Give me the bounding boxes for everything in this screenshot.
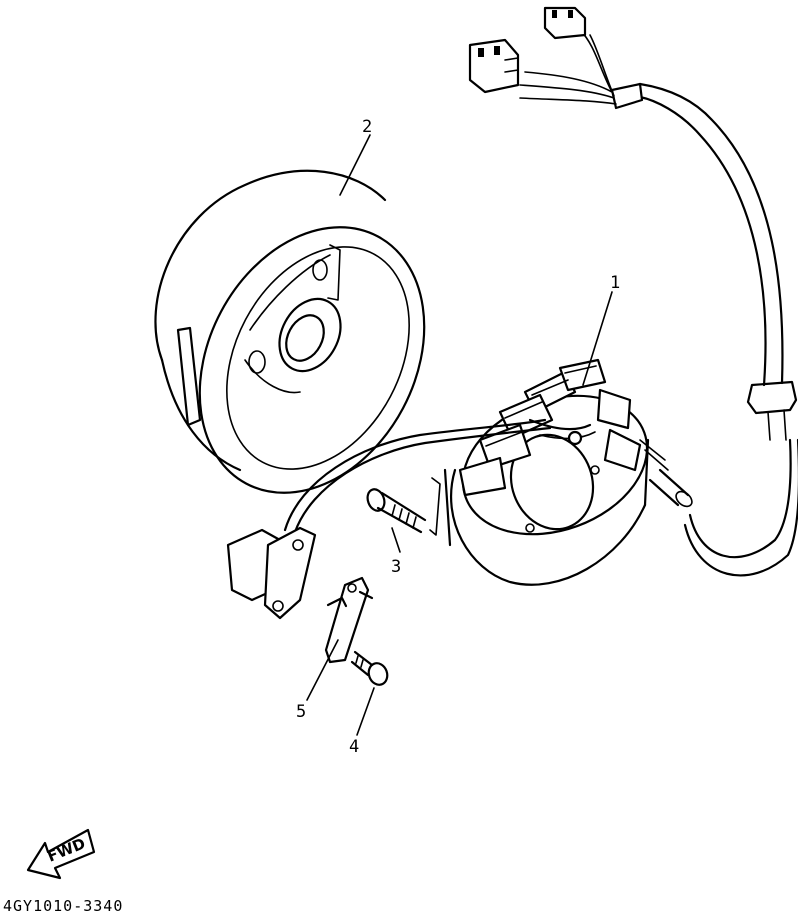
- callout-3: 3: [391, 557, 401, 577]
- rotor-assembly: [154, 169, 426, 494]
- callout-2: 2: [362, 117, 372, 137]
- drawing-code: 4GY1010-3340: [3, 897, 123, 915]
- stator-assembly: [443, 358, 650, 586]
- plate-part-5: [324, 576, 374, 664]
- pickup-coil: [226, 418, 552, 620]
- callout-1: 1: [610, 273, 620, 293]
- leader-lines: [306, 134, 613, 736]
- wire-harness: [468, 6, 798, 577]
- bolt-part-3: [366, 477, 441, 536]
- screw-part-4: [350, 650, 389, 686]
- callout-4: 4: [349, 737, 359, 757]
- callout-5: 5: [296, 702, 306, 722]
- fwd-arrow: FWD: [26, 828, 96, 880]
